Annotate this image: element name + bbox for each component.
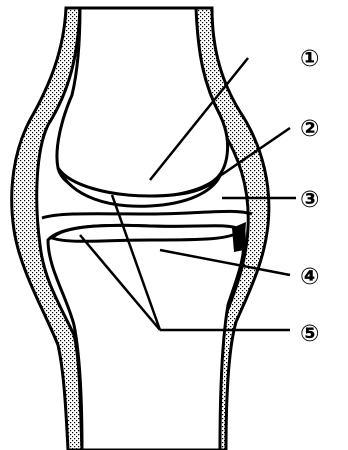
callout-3: ③ — [300, 187, 319, 213]
callout-2: ② — [300, 116, 319, 142]
callout-4: ④ — [300, 264, 319, 290]
callout-5: ⑤ — [300, 321, 319, 347]
lower-articular-cartilage — [52, 225, 242, 241]
joint-cavity — [42, 211, 252, 218]
callout-1: ① — [300, 46, 319, 72]
